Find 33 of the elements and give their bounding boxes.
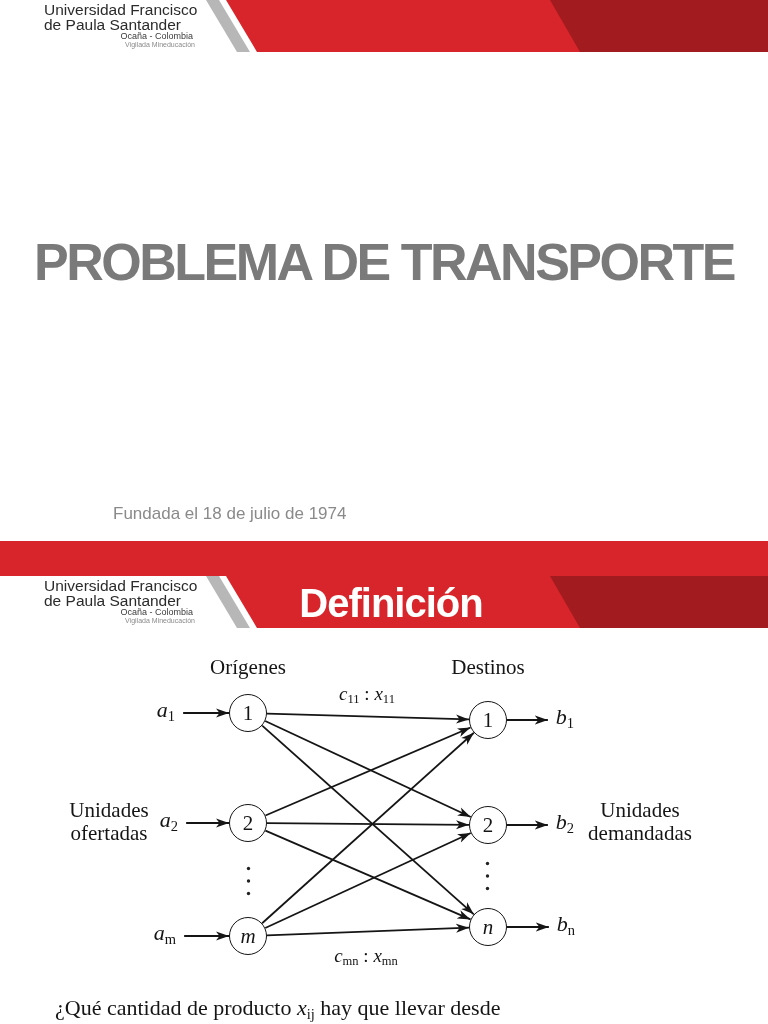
network-node: m <box>229 917 267 955</box>
arrow <box>183 931 230 941</box>
slide-heading: Definición <box>299 580 483 626</box>
side-caption: Unidades ofertadas <box>69 798 149 846</box>
founding-date: Fundada el 18 de julio de 1974 <box>113 504 347 524</box>
network-node: 2 <box>469 806 507 844</box>
side-caption: Unidades demandadas <box>588 798 692 846</box>
city-text: Ocaña - Colombia <box>120 31 193 42</box>
demand-variable: b$_{n}$ <box>556 913 576 935</box>
demand-variable: b$_{2}$ <box>555 811 575 833</box>
arrow <box>182 708 230 718</box>
arrow <box>506 820 549 830</box>
network-node: n <box>469 908 507 946</box>
network-node: 1 <box>469 701 507 739</box>
network-node: 2 <box>229 804 267 842</box>
arrow <box>266 712 470 724</box>
supply-variable: a$_{2}$ <box>159 809 179 831</box>
university-name: Universidad Francisco de Paula Santander <box>44 578 199 608</box>
column-heading: Orígenes <box>210 654 286 680</box>
supply-variable: a$_{1}$ <box>156 699 176 721</box>
arrow <box>266 923 470 937</box>
arrow <box>506 922 550 932</box>
column-heading: Destinos <box>451 654 525 680</box>
arrow <box>185 818 230 828</box>
university-name: Universidad Francisco de Paula Santander <box>44 2 199 32</box>
supply-variable: a$_{m}$ <box>153 922 177 944</box>
slide-title: PROBLEMA DE TRANSPORTE <box>34 236 734 288</box>
city-text: Ocaña - Colombia <box>120 607 193 618</box>
network-node: 1 <box>229 694 267 732</box>
question-text: ¿Qué cantidad de producto x$_{ij}$ hay que llevar desde <box>55 995 501 1021</box>
demand-variable: b$_{1}$ <box>555 706 575 728</box>
arrow <box>266 820 470 830</box>
arrow <box>506 715 549 725</box>
